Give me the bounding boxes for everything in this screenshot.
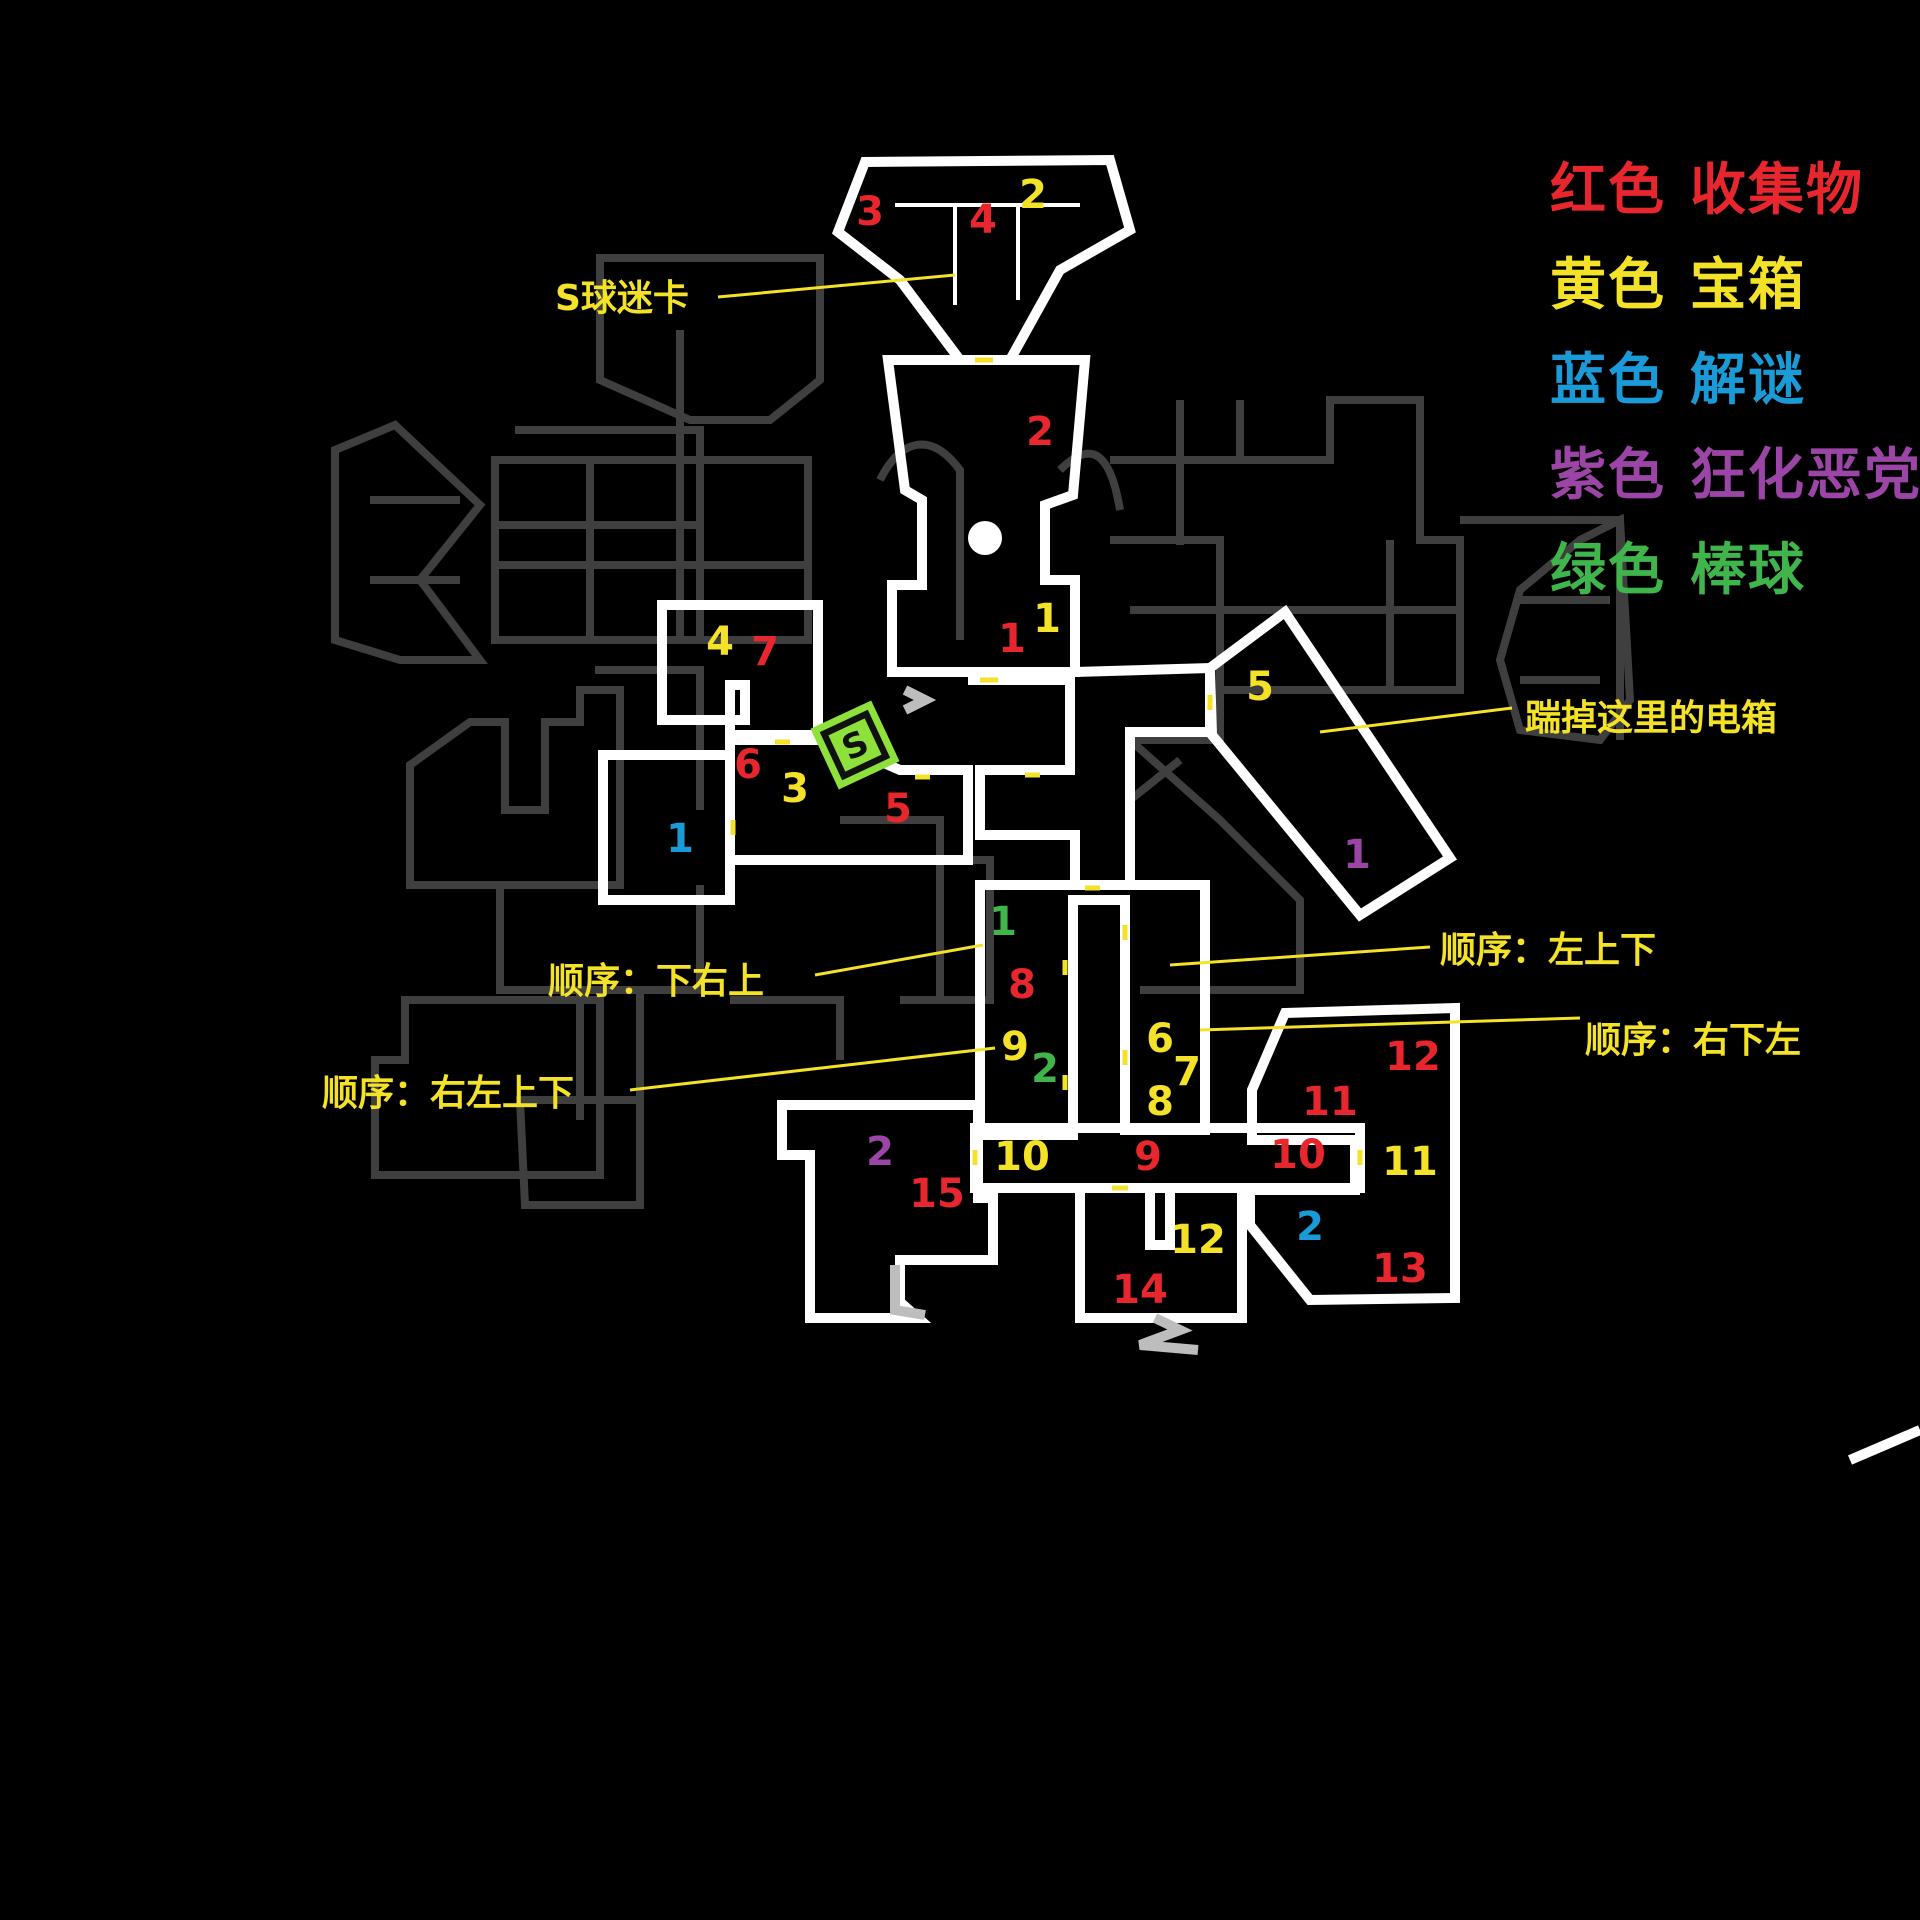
- blue-marker: 2: [1296, 1204, 1324, 1250]
- red-marker: 2: [1026, 409, 1054, 455]
- yellow-marker: 9: [1001, 1024, 1029, 1070]
- legend-item-green: 绿色棒球: [1550, 525, 1806, 606]
- blue-puzzle-markers: 1 2: [666, 816, 1324, 1250]
- red-collectible-markers: 1 2 3 4 5 6 7 8 9 10 11 12 13 14 15: [734, 189, 1441, 1313]
- green-baseball-markers: 1 2: [989, 899, 1059, 1092]
- legend-category: 狂化恶党: [1690, 443, 1920, 508]
- yellow-marker: 6: [1146, 1016, 1174, 1062]
- red-marker: 15: [909, 1171, 965, 1217]
- note-s-ball-card: S球迷卡: [555, 278, 689, 319]
- red-marker: 13: [1372, 1246, 1428, 1292]
- red-marker: 7: [751, 629, 779, 675]
- legend-category: 棒球: [1690, 538, 1806, 603]
- yellow-marker: 3: [781, 766, 809, 812]
- legend-color-name: 蓝色: [1550, 348, 1666, 413]
- legend-color-name: 黄色: [1550, 253, 1666, 318]
- yellow-marker: 1: [1033, 596, 1061, 642]
- purple-marker: 1: [1343, 832, 1371, 878]
- red-marker: 11: [1302, 1079, 1358, 1125]
- yellow-marker: 5: [1246, 664, 1274, 710]
- legend-color-name: 紫色: [1550, 443, 1666, 508]
- blue-marker: 1: [666, 816, 694, 862]
- faded-map-outline: [331, 254, 1635, 1209]
- yellow-marker: 11: [1382, 1139, 1438, 1185]
- yellow-marker: 8: [1146, 1079, 1174, 1125]
- note-order-left-up-down: 顺序：左上下: [1440, 930, 1656, 971]
- legend-color-name: 红色: [1550, 158, 1666, 223]
- green-marker: 2: [1031, 1046, 1059, 1092]
- legend-item-yellow: 黄色宝箱: [1550, 240, 1806, 321]
- white-dot-marker: [968, 521, 1002, 555]
- legend-category: 收集物: [1690, 158, 1864, 223]
- red-marker: 9: [1134, 1134, 1162, 1180]
- note-order-right-left-up-down: 顺序：右左上下: [322, 1073, 574, 1114]
- legend-item-red: 红色收集物: [1550, 145, 1864, 226]
- leader-lines: [629, 273, 1581, 1092]
- purple-enemy-markers: 1 2: [866, 832, 1371, 1175]
- red-marker: 10: [1270, 1132, 1326, 1178]
- note-order-right-down-left: 顺序：右下左: [1585, 1020, 1801, 1061]
- room-bottom-center: [1075, 1183, 1247, 1323]
- legend-color-name: 绿色: [1550, 538, 1666, 603]
- green-marker: 1: [989, 899, 1017, 945]
- legend-item-blue: 蓝色解谜: [1550, 335, 1806, 416]
- yellow-marker: 7: [1173, 1049, 1201, 1095]
- room-left-upper: [657, 600, 823, 740]
- exit-stairs: [890, 685, 1199, 1355]
- room-rotated-right: [1204, 604, 1458, 922]
- save-point-icon[interactable]: S: [810, 700, 900, 790]
- red-marker: 6: [734, 742, 762, 788]
- red-marker: 14: [1112, 1267, 1168, 1313]
- red-marker: 4: [969, 197, 997, 243]
- yellow-marker: 2: [1019, 172, 1047, 218]
- purple-marker: 2: [866, 1129, 894, 1175]
- legend-category: 解谜: [1690, 348, 1806, 413]
- red-marker: 5: [884, 786, 912, 832]
- note-order-down-right-up: 顺序：下右上: [548, 961, 764, 1002]
- legend-category: 宝箱: [1690, 253, 1806, 318]
- room-puzzle-1: [598, 750, 735, 905]
- red-marker: 12: [1385, 1034, 1441, 1080]
- red-marker: 8: [1008, 962, 1036, 1008]
- yellow-chest-markers: 1 2 3 4 5 6 7 8 9 10 11 12: [706, 172, 1438, 1263]
- yellow-marker: 4: [706, 619, 734, 665]
- legend-item-purple: 紫色狂化恶党: [1550, 430, 1920, 511]
- yellow-marker: 10: [994, 1134, 1050, 1180]
- door-markers: [730, 357, 1363, 1191]
- note-kick-box: 踹掉这里的电箱: [1525, 698, 1777, 739]
- red-marker: 1: [998, 616, 1026, 662]
- yellow-marker: 12: [1170, 1217, 1226, 1263]
- red-marker: 3: [856, 189, 884, 235]
